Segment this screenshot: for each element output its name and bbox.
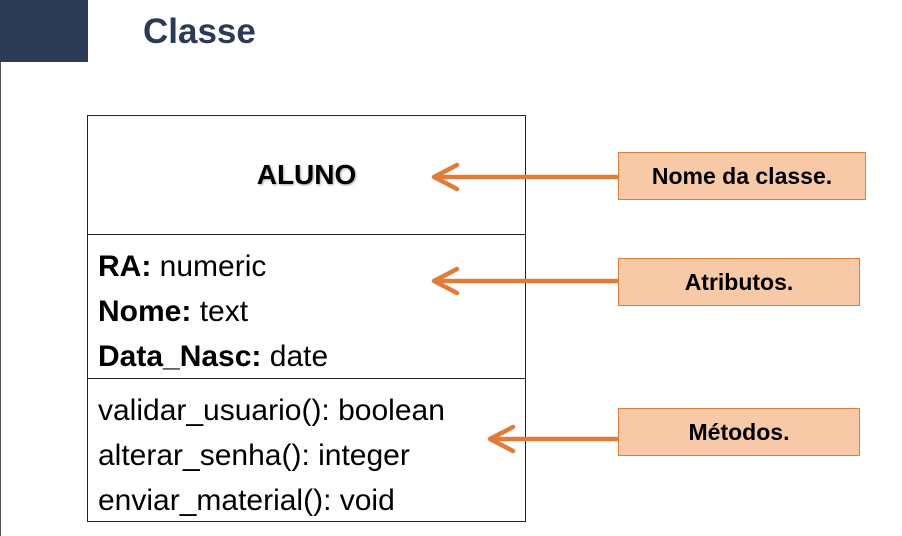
callout-attributes: Atributos. xyxy=(618,258,860,306)
attribute-name: RA: xyxy=(98,250,152,283)
attribute-name: Nome: xyxy=(98,295,192,328)
callout-methods: Métodos. xyxy=(618,408,860,456)
attribute-row: Data_Nasc: date xyxy=(98,334,525,379)
uml-class-box: ALUNO RA: numeric Nome: text Data_Nasc: … xyxy=(87,115,526,522)
attribute-name: Data_Nasc: xyxy=(98,340,262,373)
page-title: Classe xyxy=(143,12,256,51)
uml-class-name: ALUNO xyxy=(88,116,525,235)
header-corner-block xyxy=(0,0,88,62)
attribute-row: Nome: text xyxy=(98,289,525,334)
uml-methods-section: validar_usuario(): boolean alterar_senha… xyxy=(88,379,525,521)
method-row: enviar_material(): void xyxy=(98,484,395,517)
arrow-to-methods xyxy=(487,424,618,454)
attribute-row: RA: numeric xyxy=(98,244,525,289)
attribute-type: date xyxy=(269,340,329,373)
arrow-to-attributes xyxy=(431,266,618,296)
slide-left-rule xyxy=(0,62,1,536)
method-row: validar_usuario(): boolean xyxy=(98,394,445,427)
attribute-type: text xyxy=(199,295,249,328)
uml-attributes-section: RA: numeric Nome: text Data_Nasc: date xyxy=(88,235,525,379)
method-row: alterar_senha(): integer xyxy=(98,439,410,472)
attribute-type: numeric xyxy=(159,250,267,283)
callout-class-name: Nome da classe. xyxy=(618,152,866,200)
arrow-to-class-name xyxy=(431,162,618,192)
